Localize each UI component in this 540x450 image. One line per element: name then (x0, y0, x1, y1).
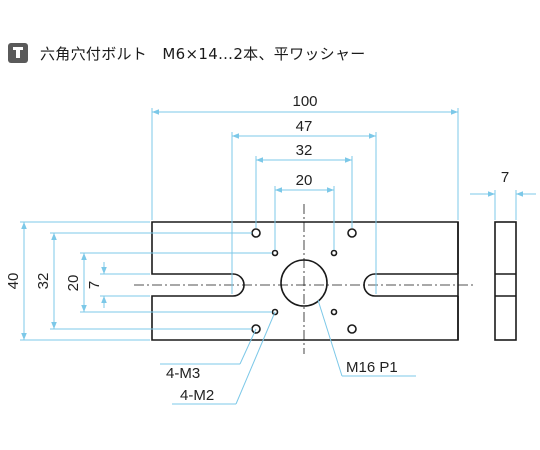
m2-hole (271, 308, 279, 316)
dim-label-side-7: 7 (501, 169, 509, 186)
dim-label-100: 100 (292, 93, 317, 110)
side-dimension: 7 (470, 169, 536, 220)
dim-label-32-left: 32 (35, 273, 52, 290)
callout-4-m3: 4-M3 (166, 365, 200, 382)
m3-leader (239, 328, 257, 365)
dim-label-47: 47 (296, 118, 313, 135)
callout-m16-p1: M16 P1 (346, 359, 398, 376)
dim-label-40: 40 (5, 273, 22, 290)
top-dimensions: 100 47 32 20 (151, 93, 459, 294)
header: 六角穴付ボルト M6×14…2本、平ワッシャー (6, 38, 366, 68)
m3-hole (347, 228, 357, 238)
page-title: 六角穴付ボルト M6×14…2本、平ワッシャー (40, 44, 366, 63)
m3-hole (251, 228, 261, 238)
side-view (494, 221, 517, 341)
tool-badge-icon (8, 43, 28, 63)
m2-hole (271, 249, 279, 257)
plate-outline (151, 221, 459, 341)
m2-hole (330, 308, 338, 316)
center-lines (134, 204, 476, 354)
dim-label-20-left: 20 (65, 275, 82, 292)
side-view-body (494, 221, 517, 341)
m2-hole (330, 249, 338, 257)
dim-label-20: 20 (296, 172, 313, 189)
m2-holes (271, 249, 338, 316)
m2-leader (235, 311, 276, 405)
callouts: 4-M3 4-M2 M16 P1 (160, 299, 416, 405)
left-dimensions: 40 32 20 7 (5, 221, 272, 341)
dim-label-32: 32 (296, 142, 313, 159)
m3-hole (347, 324, 357, 334)
m16-leader (317, 299, 343, 377)
dim-label-7-left: 7 (86, 281, 103, 289)
plate-body (151, 221, 459, 341)
callout-4-m2: 4-M2 (180, 387, 214, 404)
